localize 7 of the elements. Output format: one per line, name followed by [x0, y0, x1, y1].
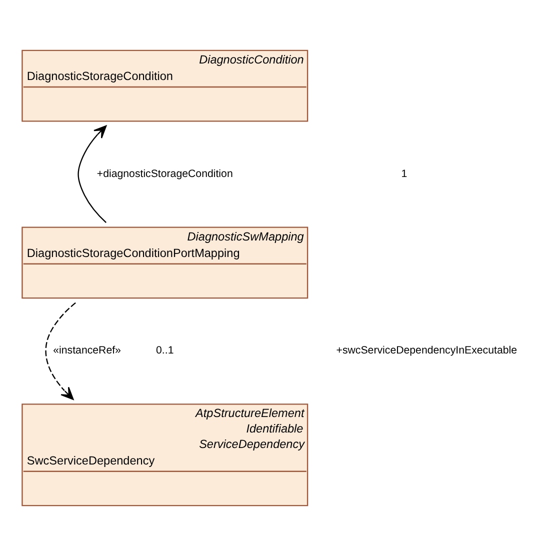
label: 0..1 — [156, 344, 174, 357]
arrow — [78, 125, 107, 223]
label: +swcServiceDependencyInExecutable — [336, 344, 518, 357]
arrow — [45, 302, 76, 400]
label: 1 — [401, 168, 408, 180]
edge-label: «instanceRef» — [53, 344, 121, 357]
label: +diagnosticStorageCondition — [96, 168, 233, 180]
